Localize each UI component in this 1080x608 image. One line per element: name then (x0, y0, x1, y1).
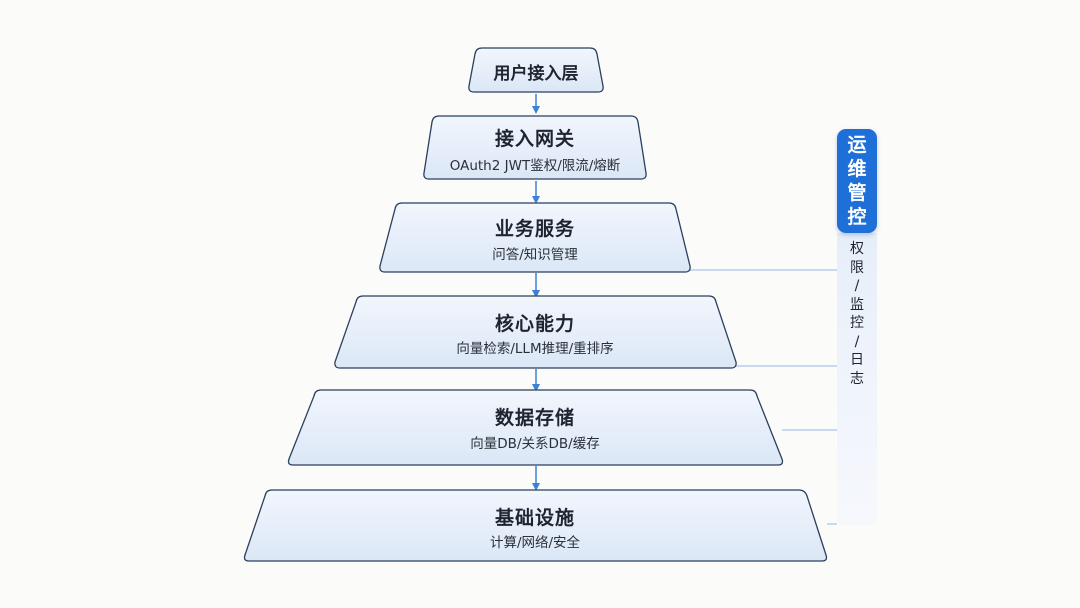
ops-title-char: 控 (847, 206, 867, 228)
ops-subtitle-char: 控 (850, 315, 864, 331)
ops-subtitle: 权限 / 监控 / 日志 (840, 240, 874, 388)
ops-subtitle-char: 日 (850, 352, 864, 368)
ops-subtitle-char: 限 (850, 259, 864, 276)
ops-subtitle-char: 监 (850, 296, 864, 313)
ops-subtitle-char: 权 (850, 241, 864, 257)
layer-title-user-access: 用户接入层 (493, 64, 579, 84)
layer-subtitle-infra: 计算/网络/安全 (489, 535, 581, 551)
ops-subtitle-char: 志 (850, 370, 864, 387)
ops-panel (837, 233, 877, 525)
layer-title-infra: 基础设施 (494, 507, 576, 529)
ops-subtitle-char: / (854, 278, 860, 294)
ops-title-badge: 运维管控 (837, 129, 877, 233)
ops-title-char: 运 (847, 134, 867, 156)
ops-subtitle-char: / (854, 333, 860, 350)
layer-title-gateway: 接入网关 (494, 128, 576, 150)
layer-shape-infra (243, 489, 828, 562)
ops-title-char: 管 (847, 182, 867, 204)
layer-shape-user-access (468, 47, 604, 93)
layer-subtitle-business: 问答/知识管理 (492, 247, 578, 263)
layer-title-core: 核心能力 (494, 313, 576, 335)
layer-shape-core (334, 295, 737, 369)
ops-connectors (690, 269, 837, 525)
layer-title-storage: 数据存储 (494, 407, 576, 429)
layer-subtitle-storage: 向量DB/关系DB/缓存 (470, 436, 600, 452)
ops-title-char: 维 (847, 158, 867, 180)
layer-subtitle-core: 向量检索/LLM推理/重排序 (456, 341, 614, 357)
layer-subtitle-gateway: OAuth2 JWT鉴权/限流/熔断 (449, 158, 621, 174)
pyramid-layers (243, 47, 828, 562)
layer-shape-business (379, 202, 691, 273)
layer-title-business: 业务服务 (494, 218, 576, 240)
layer-shape-storage (287, 389, 784, 466)
layer-shape-gateway (423, 115, 647, 180)
